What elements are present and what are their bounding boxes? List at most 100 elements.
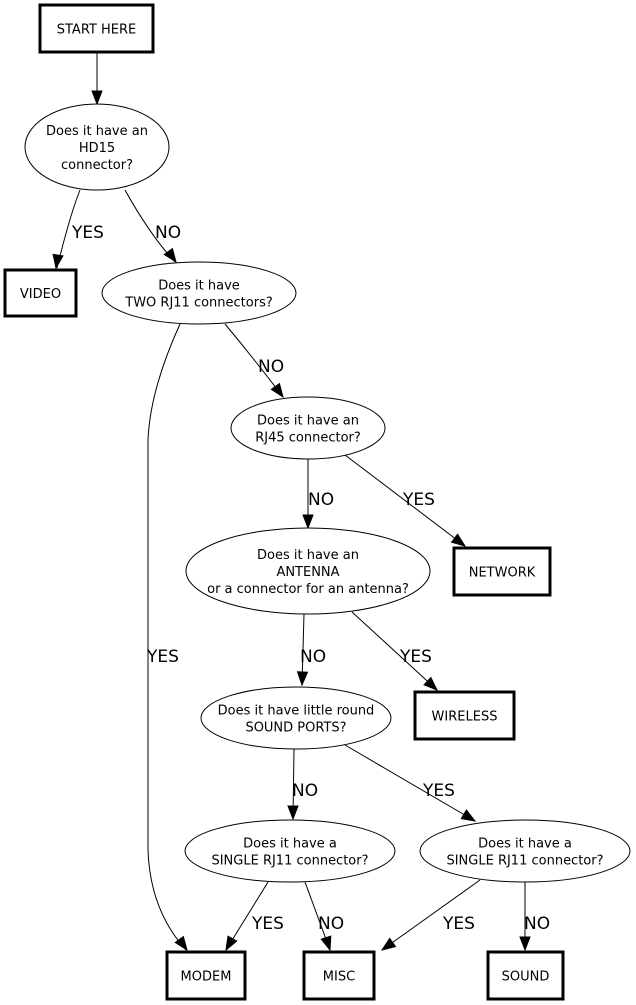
node-text-line: Does it have an: [46, 124, 148, 139]
edge-q_hd15-to-q_two_rj11: [124, 189, 177, 264]
edge-label-no: NO: [292, 781, 318, 801]
edge-label-no: NO: [258, 357, 284, 377]
outcome-sound: SOUND: [486, 950, 565, 1001]
box-shape: [486, 950, 565, 1001]
node-text-line: or a connector for an antenna?: [207, 582, 409, 597]
arrowhead-icon: [287, 805, 299, 821]
node-text-line: Does it have a: [478, 837, 572, 852]
edge-q_antenna-to-q_sound_ports: [296, 613, 309, 687]
outcome-modem: MODEM: [165, 950, 247, 1001]
arrowhead-icon: [225, 935, 238, 952]
decision-shape: [185, 527, 431, 615]
edge-q_single_rj11_b-to-misc: [380, 879, 481, 951]
edge-label-yes: YES: [399, 647, 432, 667]
node-text-line: NETWORK: [469, 566, 536, 581]
edge-label-no: NO: [155, 223, 181, 243]
nodes: START HERE Does it have an HD15 connector? V…: [3, 3, 631, 1001]
decision-q-hd15: Does it have an HD15 connector?: [24, 103, 170, 191]
edges: [52, 52, 531, 952]
node-text-line: WIRELESS: [432, 710, 498, 725]
arrowhead-icon: [380, 937, 397, 951]
outcome-video: VIDEO: [3, 268, 78, 318]
edge-label-yes: YES: [146, 647, 179, 667]
outcome-wireless: WIRELESS: [413, 690, 516, 741]
decision-shape: [184, 819, 396, 883]
decision-shape: [101, 261, 297, 325]
decision-q-rj45: Does it have an RJ45 connector?: [230, 396, 386, 460]
edge-label-no: NO: [308, 490, 334, 510]
decision-q-single-rj11-b: Does it have a SINGLE RJ11 connector?: [419, 819, 631, 883]
decision-q-antenna: Does it have an ANTENNA or a connector for…: [185, 527, 431, 615]
box-shape: [452, 546, 552, 597]
node-text-line: Does it have a: [243, 837, 337, 852]
arrowhead-icon: [174, 935, 188, 952]
node-text-line: Does it have: [158, 279, 240, 294]
node-text-line: connector?: [61, 158, 133, 173]
box-shape: [165, 950, 247, 1001]
box-shape: [38, 3, 155, 54]
edge-line: [344, 744, 476, 822]
edge-label-yes: YES: [251, 914, 284, 934]
edge-label-yes: YES: [71, 223, 104, 243]
edge-label-no: NO: [524, 914, 550, 934]
arrowhead-icon: [270, 382, 284, 399]
node-text-line: MISC: [323, 970, 355, 985]
node-text-line: TWO RJ11 connectors?: [124, 296, 273, 311]
arrowhead-icon: [163, 247, 177, 264]
edge-q_two_rj11-to-q_rj45: [224, 323, 284, 399]
arrowhead-icon: [519, 936, 531, 952]
node-text-line: RJ45 connector?: [255, 431, 361, 446]
edge-q_two_rj11-to-modem: [147, 323, 188, 952]
box-shape: [3, 268, 78, 318]
arrowhead-icon: [423, 676, 439, 691]
decision-shape: [230, 396, 386, 460]
edge-q_rj45-to-network: [344, 454, 467, 547]
edge-q_sound_ports-to-q_single_rj11_b: [344, 744, 477, 822]
edge-q_sound_ports-to-q_single_rj11_a: [287, 748, 299, 821]
node-text-line: START HERE: [57, 23, 136, 38]
box-shape: [413, 690, 516, 741]
edge-line: [147, 323, 187, 951]
edge-label-yes: YES: [402, 490, 435, 510]
edge-q_single_rj11_a-to-misc: [304, 881, 332, 952]
node-text-line: MODEM: [181, 970, 232, 985]
box-shape: [302, 950, 376, 1001]
node-text-line: Does it have an: [257, 548, 359, 563]
edge-label-no: NO: [300, 647, 326, 667]
edge-line: [381, 879, 481, 951]
node-text-line: SOUND: [502, 970, 550, 985]
arrowhead-icon: [450, 533, 467, 547]
outcome-misc: MISC: [302, 950, 376, 1001]
edge-label-yes: YES: [442, 914, 475, 934]
edge-start-to-q_hd15: [91, 52, 103, 106]
edge-line: [344, 454, 466, 547]
edge-line: [351, 611, 438, 691]
arrowhead-icon: [302, 514, 314, 530]
node-text-line: SOUND PORTS?: [245, 721, 346, 736]
node-text-line: Does it have an: [257, 414, 359, 429]
edge-label-yes: YES: [422, 781, 455, 801]
arrowhead-icon: [296, 671, 309, 687]
node-text-line: VIDEO: [20, 287, 61, 302]
node-text-line: HD15: [79, 141, 115, 156]
edge-q_single_rj11_a-to-modem: [225, 881, 269, 952]
node-text-line: SINGLE RJ11 connector?: [211, 854, 368, 869]
edge-q_hd15-to-video: [52, 189, 81, 270]
decision-shape: [419, 819, 631, 883]
outcome-network: NETWORK: [452, 546, 552, 597]
arrowhead-icon: [52, 253, 64, 270]
edge-q_antenna-to-wireless: [351, 611, 439, 691]
node-text-line: ANTENNA: [276, 565, 339, 580]
node-text-line: SINGLE RJ11 connector?: [446, 854, 603, 869]
arrowhead-icon: [91, 90, 103, 106]
outcome-start: START HERE: [38, 3, 155, 54]
edge-q_rj45-to-q_antenna: [302, 459, 314, 530]
decision-shape: [24, 103, 170, 191]
decision-q-single-rj11-a: Does it have a SINGLE RJ11 connector?: [184, 819, 396, 883]
node-text-line: Does it have little round: [218, 704, 375, 719]
decision-shape: [200, 686, 392, 750]
